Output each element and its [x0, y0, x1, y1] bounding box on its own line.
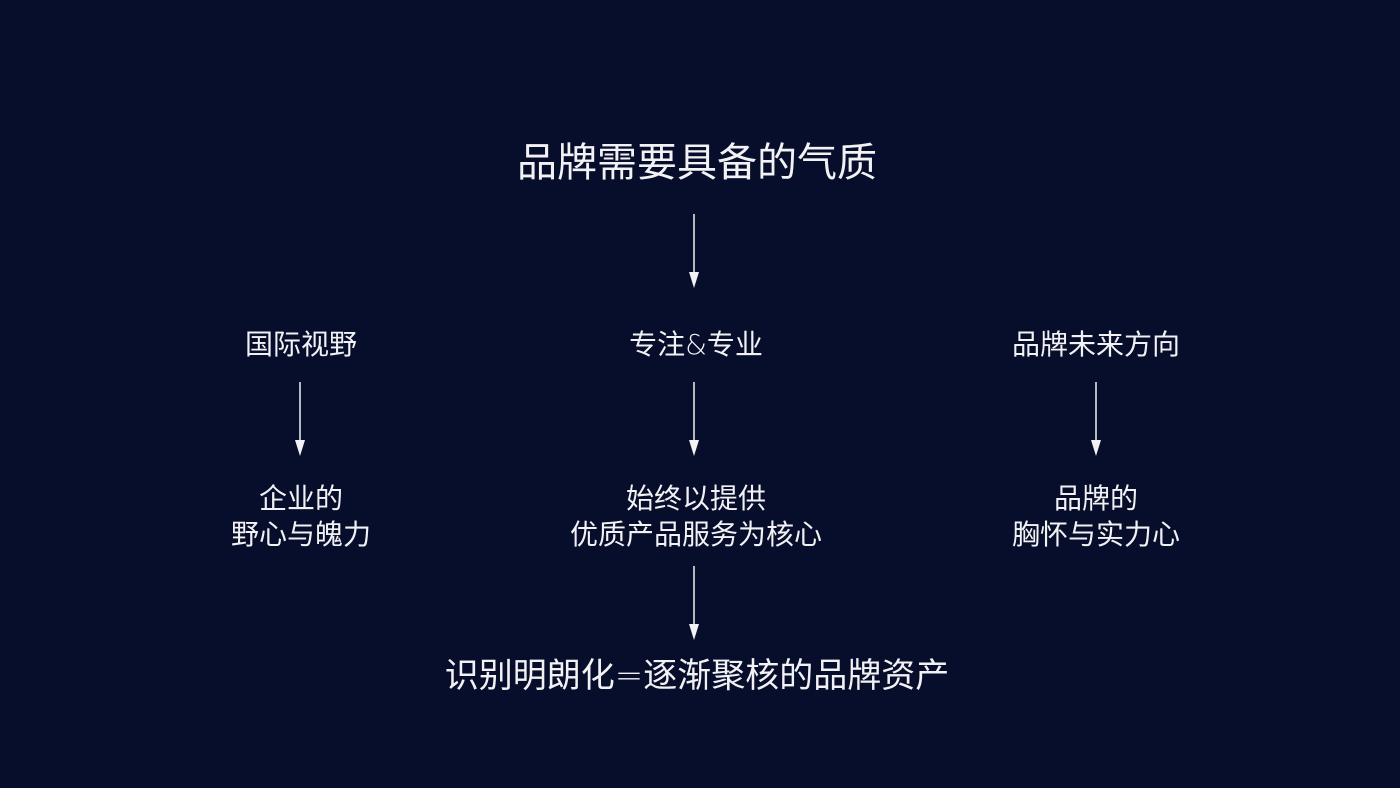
desc-line: 企业的: [258, 482, 344, 515]
arrow-down-icon: [689, 566, 699, 640]
arrow-down-icon: [295, 382, 305, 456]
diagram-title: 品牌需要具备的气质: [517, 140, 877, 186]
column-desc-brand-future: 品牌的 胸怀与实力心: [1012, 481, 1180, 553]
column-desc-focus-professional: 始终以提供 优质产品服务为核心: [570, 481, 822, 553]
arrow-down-icon: [1091, 382, 1101, 456]
desc-line: 胸怀与实力心: [1011, 518, 1181, 551]
column-label-brand-future: 品牌未来方向: [1011, 328, 1181, 361]
desc-line: 始终以提供: [625, 482, 767, 515]
column-desc-global-vision: 企业的 野心与魄力: [231, 481, 371, 553]
conclusion-text: 识别明朗化=逐渐聚核的品牌资产: [444, 656, 950, 696]
arrow-down-icon: [689, 382, 699, 456]
column-label-focus-professional: 专注&专业: [629, 328, 763, 361]
desc-line: 野心与魄力: [230, 518, 372, 551]
arrow-down-icon: [689, 214, 699, 288]
desc-line: 优质产品服务为核心: [569, 518, 823, 551]
desc-line: 品牌的: [1053, 482, 1139, 515]
column-label-global-vision: 国际视野: [244, 328, 358, 361]
